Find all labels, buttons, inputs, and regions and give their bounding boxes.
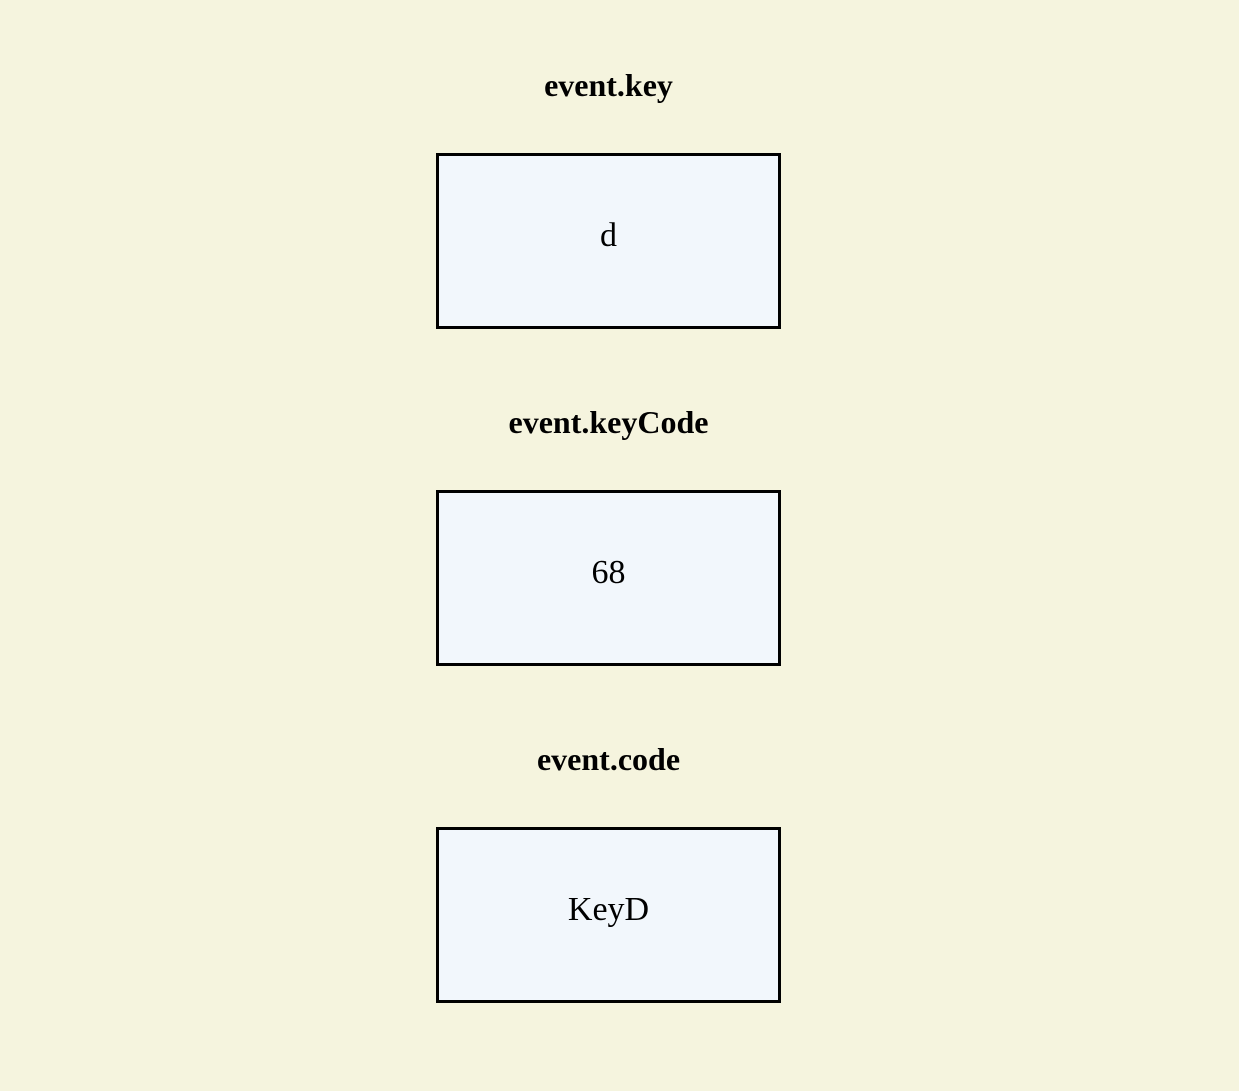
event-keycode-box: 68 — [436, 490, 781, 666]
event-key-value: d — [600, 217, 617, 254]
event-code-box: KeyD — [436, 827, 781, 1003]
event-keycode-value: 68 — [591, 554, 626, 591]
event-code-label: event.code — [536, 741, 681, 777]
event-key-label: event.key — [544, 67, 673, 103]
event-code-value: KeyD — [567, 891, 650, 928]
event-keycode-label: event.keyCode — [508, 404, 709, 440]
event-key-box: d — [436, 153, 781, 329]
